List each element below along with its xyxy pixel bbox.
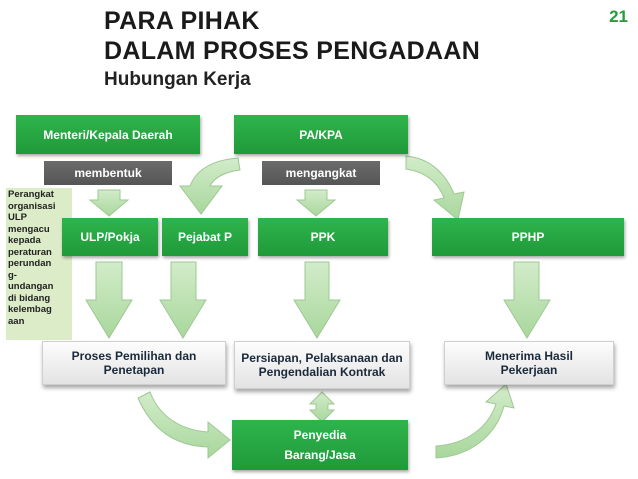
label-membentuk: membentuk — [44, 161, 172, 185]
arrow-curve-penyedia-to-menerima — [435, 383, 515, 459]
box-menerima-hasil: Menerima Hasil Pekerjaan — [444, 341, 614, 385]
page-title-line2: DALAM PROSES PENGADAAN — [104, 37, 481, 65]
arrow-double-persiapan-penyedia — [308, 391, 336, 423]
arrow-mengangkat-down — [295, 189, 337, 217]
label-mengangkat: mengangkat — [262, 161, 380, 185]
box-ulp-pokja: ULP/Pokja — [62, 218, 158, 256]
page-title-line1: PARA PIHAK — [104, 7, 260, 35]
box-pejabat: Pejabat P — [162, 218, 248, 256]
arrow-ulp-down — [85, 261, 133, 339]
page-subtitle: Hubungan Kerja — [104, 69, 251, 90]
box-persiapan-pelaksanaan: Persiapan, Pelaksanaan dan Pengendalian … — [234, 341, 410, 389]
box-penyedia-barang-jasa: Penyedia Barang/Jasa — [232, 420, 408, 470]
arrow-curve-pa-to-pejabat — [179, 157, 241, 215]
arrow-curve-pa-to-pphp — [405, 155, 465, 221]
penyedia-line2: Barang/Jasa — [284, 448, 356, 462]
arrow-pphp-down — [503, 261, 551, 339]
arrow-ppk-down — [293, 261, 341, 339]
box-pphp: PPHP — [432, 218, 624, 256]
arrow-pejabat-down — [159, 261, 207, 339]
arrow-membentuk-down — [88, 189, 130, 217]
side-note-perangkat-organisasi: Perangkat organisasi ULP mengacu kepada … — [6, 188, 72, 340]
box-menteri-kepala-daerah: Menteri/Kepala Daerah — [16, 115, 200, 154]
penyedia-line1: Penyedia — [293, 428, 347, 442]
arrow-curve-proses-to-penyedia — [137, 391, 231, 460]
header-left-block — [0, 0, 100, 100]
box-proses-pemilihan: Proses Pemilihan dan Penetapan — [42, 341, 226, 385]
box-ppk: PPK — [258, 218, 388, 256]
box-pa-kpa: PA/KPA — [234, 115, 408, 154]
page-number: 21 — [609, 7, 628, 26]
